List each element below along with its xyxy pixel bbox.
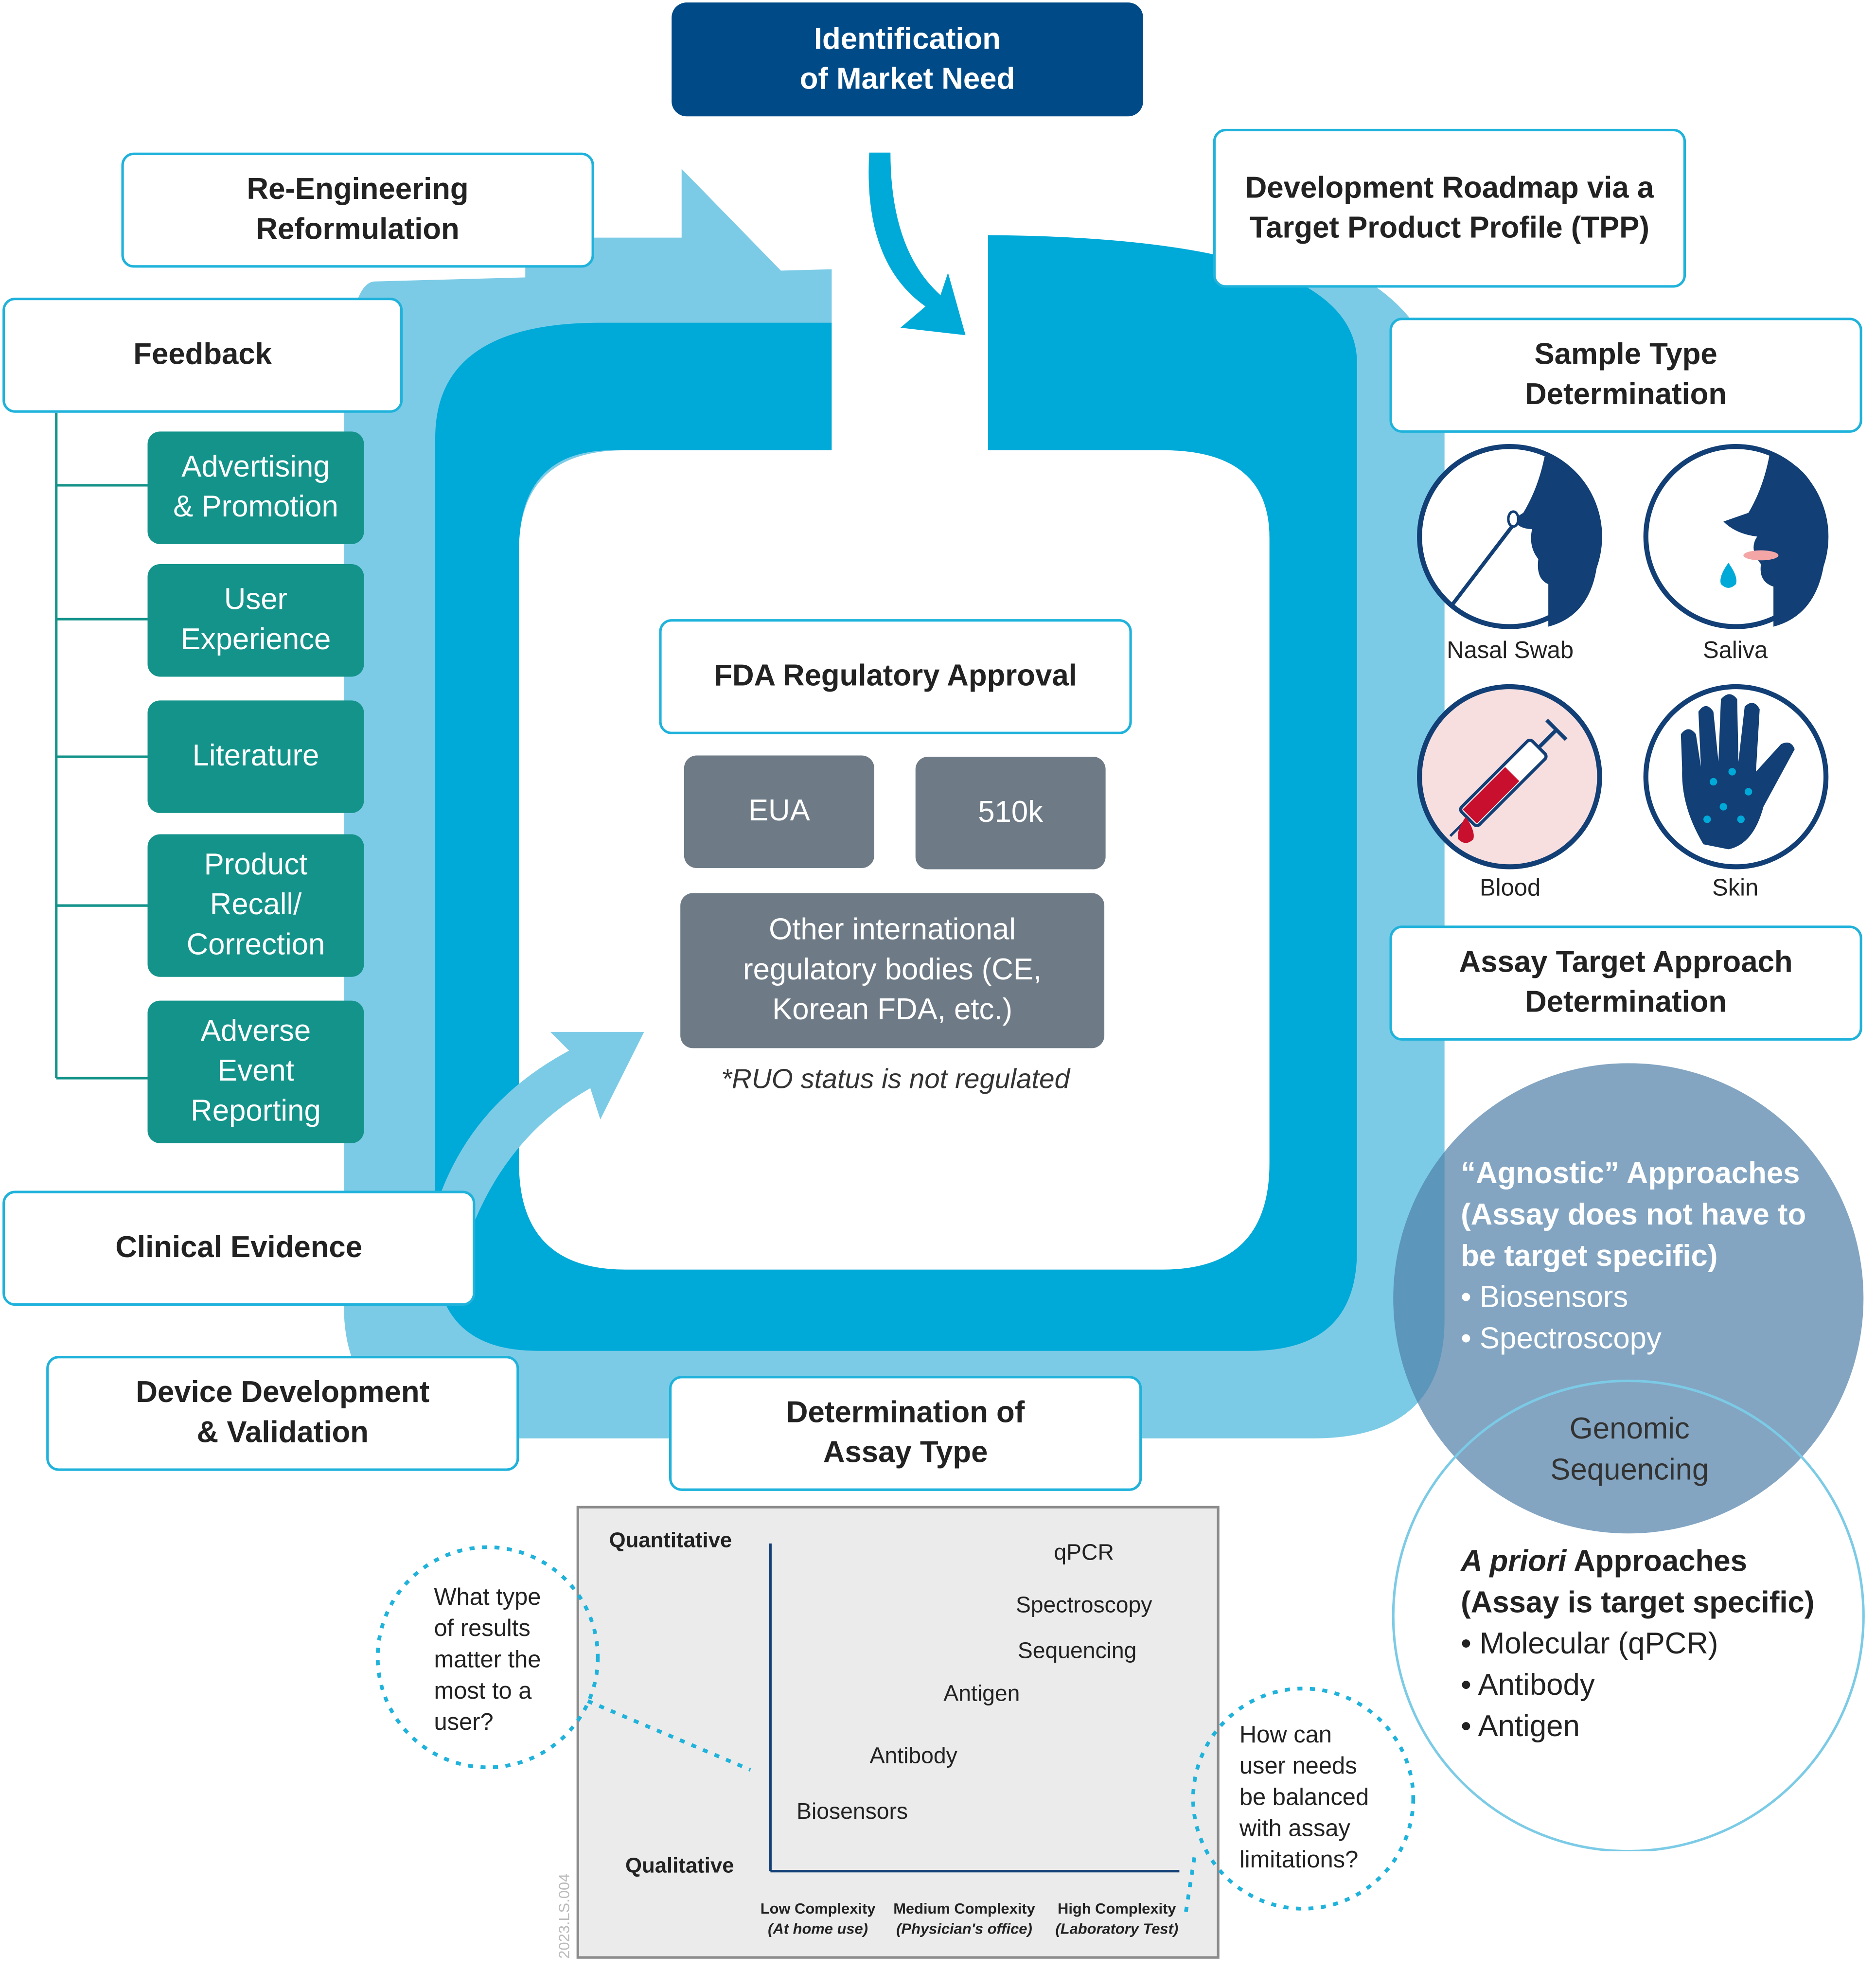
x-cat-high: High Complexity(Laboratory Test) [1055, 1900, 1179, 1938]
assay-type-box: Determination of Assay Type [669, 1376, 1142, 1491]
market-need-arrow [868, 152, 966, 336]
chart-point-biosensors: Biosensors [796, 1798, 908, 1824]
y-label-bottom: Qualitative [625, 1853, 734, 1878]
feedback-item-recall: Product Recall/ Correction [147, 834, 364, 977]
bubble-right-circle [1191, 1687, 1416, 1911]
eua-box: EUA [684, 755, 874, 868]
feedback-tree-lines [55, 412, 148, 1080]
bubble-left-text: What type of results matter the most to … [434, 1584, 541, 1736]
market-need-box: Identification of Market Need [672, 2, 1143, 117]
roadmap-box: Development Roadmap via a Target Product… [1213, 128, 1686, 288]
international-bodies-box: Other international regulatory bodies (C… [680, 893, 1105, 1048]
ruo-note: *RUO status is not regulated [721, 1063, 1070, 1095]
hand-skin-icon [1643, 684, 1829, 870]
sample-icons [1417, 444, 1829, 870]
assay-chart: qPCR SpectroscopySequencingAntigenAntibod… [769, 1540, 1180, 1873]
chart-point-sequencing: Sequencing [1018, 1638, 1136, 1663]
agnostic-item-biosensors: Biosensors [1461, 1277, 1861, 1318]
chart-point-spectroscopy: Spectroscopy [1016, 1592, 1152, 1617]
agnostic-approaches: “Agnostic” Approaches (Assay does not ha… [1461, 1153, 1861, 1359]
assay-target-box: Assay Target Approach Determination [1389, 925, 1862, 1041]
bubble-left-circle [375, 1545, 600, 1770]
device-development-box: Device Development & Validation [46, 1356, 519, 1471]
510k-box: 510k [915, 757, 1106, 870]
feedback-item-literature: Literature [147, 700, 364, 813]
chart-point-antibody: Antibody [870, 1742, 958, 1768]
sample-label-nasal: Nasal Swab [1447, 638, 1574, 664]
feedback-item-advertising: Advertising & Promotion [147, 431, 364, 544]
apriori-circle [1392, 1380, 1865, 1851]
feedback-item-user-experience: User Experience [147, 564, 364, 677]
agnostic-title: “Agnostic” Approaches (Assay does not ha… [1461, 1157, 1806, 1274]
genomic-sequencing-overlap: Genomic Sequencing [1550, 1412, 1709, 1488]
apriori-item-antigen: Antigen [1461, 1706, 1861, 1747]
apriori-subtitle: (Assay is target specific) [1461, 1586, 1815, 1620]
saliva-icon [1643, 444, 1829, 629]
bubble-right-text: How can user needs be balanced with assa… [1239, 1722, 1369, 1874]
apriori-item-molecular: Molecular (qPCR) [1461, 1623, 1861, 1665]
reengineering-box: Re-Engineering Reformulation [121, 152, 594, 268]
fda-title-box: FDA Regulatory Approval [659, 619, 1132, 734]
assay-chart-frame [576, 1506, 1220, 1959]
apriori-item-antibody: Antibody [1461, 1665, 1861, 1706]
sample-label-saliva: Saliva [1703, 638, 1768, 664]
x-cat-medium: Medium Complexity(Physician's office) [893, 1900, 1035, 1938]
apriori-title: A priori Approaches [1461, 1545, 1747, 1579]
inner-cycle-path [435, 235, 1357, 1351]
agnostic-item-spectroscopy: Spectroscopy [1461, 1318, 1861, 1360]
feedback-item-adverse-event: Adverse Event Reporting [147, 1000, 364, 1143]
sample-type-box: Sample Type Determination [1389, 318, 1862, 433]
sample-label-blood: Blood [1480, 875, 1541, 902]
feedback-box: Feedback [2, 298, 403, 413]
chart-point-qpcr: qPCR [1054, 1540, 1114, 1565]
blood-syringe-icon [1417, 684, 1602, 870]
nasal-swab-icon [1417, 444, 1602, 629]
clinical-arrow [440, 1031, 644, 1220]
clinical-evidence-box: Clinical Evidence [2, 1190, 476, 1306]
sample-label-skin: Skin [1712, 875, 1759, 902]
apriori-approaches: A priori Approaches (Assay is target spe… [1461, 1541, 1861, 1747]
x-cat-low: Low Complexity(At home use) [760, 1900, 876, 1938]
y-label-top: Quantitative [609, 1528, 732, 1552]
chart-point-antigen: Antigen [943, 1680, 1020, 1705]
